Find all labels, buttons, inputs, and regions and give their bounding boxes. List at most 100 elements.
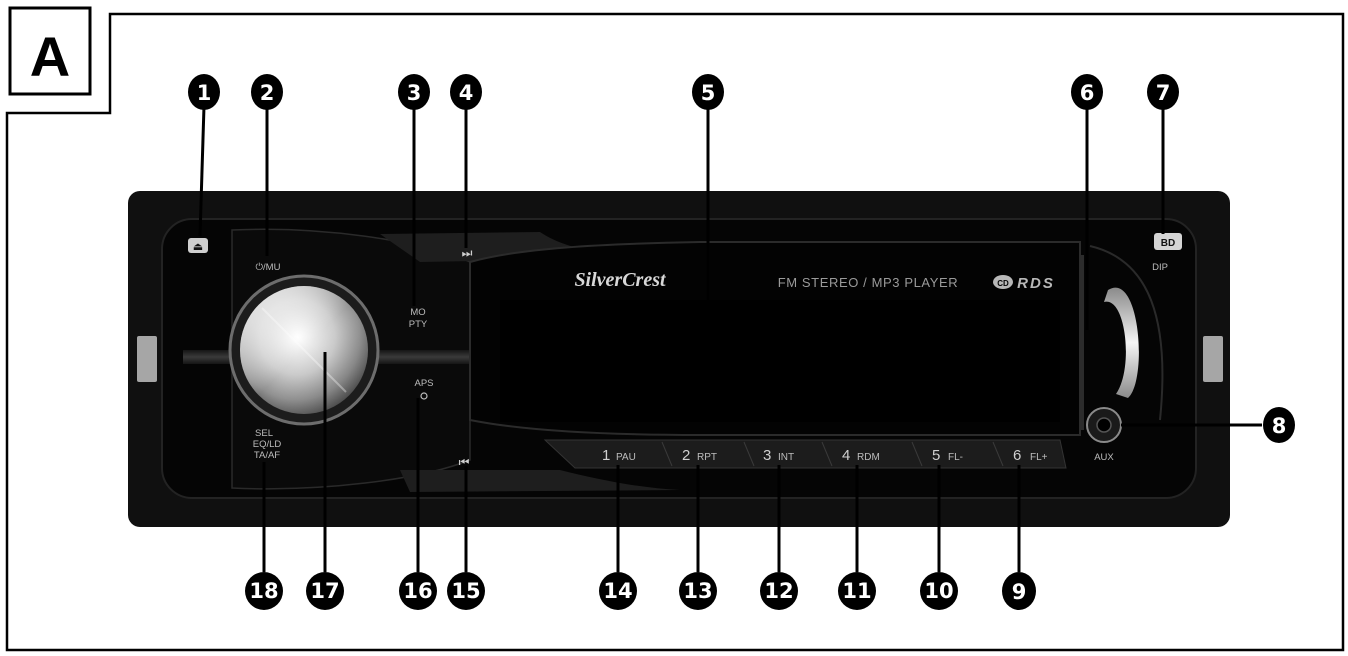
callout-number: 16: [403, 579, 432, 603]
preset-strip: [543, 439, 1067, 469]
cd-badge-icon: [993, 275, 1013, 289]
callout-2: 2: [251, 74, 283, 110]
power-mute-button[interactable]: ⏻/MU: [256, 262, 281, 273]
callout-number: 8: [1272, 414, 1287, 438]
callout-number: 5: [701, 81, 716, 105]
display-divider: [1080, 255, 1084, 430]
leader-line-1: [198, 105, 206, 237]
preset-label: RDM: [857, 452, 880, 463]
pty-label: PTY: [409, 319, 428, 330]
callout-15: 15: [447, 572, 485, 610]
preset-button-2[interactable]: 2 RPT: [682, 447, 717, 464]
leader-lines: [198, 105, 1262, 572]
callout-12: 12: [760, 572, 798, 610]
right-chrome-arc: [1104, 287, 1139, 398]
rds-label: RDS: [1017, 275, 1055, 292]
preset-divider: [992, 441, 1004, 467]
mo-label: MO: [410, 307, 425, 318]
preset-label: RPT: [697, 452, 717, 463]
eject-icon: ⏏: [193, 240, 203, 253]
preset-label: FL-: [948, 452, 963, 463]
prev-track-button[interactable]: ⏮: [459, 455, 470, 469]
aps-indicator-icon: [420, 392, 428, 400]
callout-number: 15: [451, 579, 480, 603]
callout-1: 1: [188, 74, 220, 110]
preset-divider: [821, 441, 833, 467]
eqld-label: EQ/LD: [253, 439, 282, 450]
bd-label: BD: [1161, 238, 1175, 249]
chrome-strip-left: [183, 350, 243, 364]
next-track-button[interactable]: ⏭: [462, 246, 473, 260]
preset-label: INT: [778, 452, 794, 463]
panel-label: A: [30, 25, 70, 88]
callout-9: 9: [1002, 572, 1036, 610]
aps-button[interactable]: APS: [414, 378, 434, 400]
callout-4: 4: [450, 74, 482, 110]
mo-pty-button[interactable]: MO PTY: [409, 307, 428, 330]
callout-11: 11: [838, 572, 876, 610]
preset-button-5[interactable]: 5 FL-: [932, 447, 963, 464]
cd-badge-text: CD: [997, 279, 1009, 288]
eject-button[interactable]: ⏏: [188, 238, 208, 253]
mount-tab-left: [137, 336, 157, 382]
callout-number: 4: [459, 81, 474, 105]
sel-label: SEL: [255, 428, 273, 439]
preset-num: 5: [932, 447, 940, 464]
callout-number: 7: [1156, 81, 1171, 105]
preset-num: 4: [842, 447, 850, 464]
callout-number: 10: [924, 579, 953, 603]
preset-divider: [743, 441, 755, 467]
preset-label: FL+: [1030, 452, 1048, 463]
callout-13: 13: [679, 572, 717, 610]
panel-label-box: [8, 6, 92, 96]
display-subtitle: FM STEREO / MP3 PLAYER: [778, 275, 959, 290]
sel-eq-ta-button[interactable]: SEL EQ/LD TA/AF: [253, 428, 282, 461]
callout-number: 12: [764, 579, 793, 603]
aux-jack[interactable]: [1086, 407, 1122, 443]
bd-button[interactable]: BD: [1154, 233, 1182, 250]
callout-17: 17: [306, 572, 344, 610]
callout-number: 2: [260, 81, 275, 105]
callout-number: 6: [1080, 81, 1095, 105]
preset-button-6[interactable]: 6 FL+: [1013, 447, 1048, 464]
bottom-bar: [400, 470, 680, 492]
callout-number: 18: [249, 579, 278, 603]
callout-16: 16: [399, 572, 437, 610]
dip-label: DIP: [1152, 262, 1168, 273]
preset-divider: [661, 441, 673, 467]
callout-number: 1: [197, 81, 212, 105]
preset-num: 1: [602, 447, 610, 464]
figure-frame: [5, 12, 1345, 652]
preset-button-3[interactable]: 3 INT: [763, 447, 794, 464]
preset-button-row: 1 PAU 2 RPT 3 INT 4 RDM 5 FL- 6 FL+: [543, 439, 1067, 469]
callout-number: 17: [310, 579, 339, 603]
preset-button-4[interactable]: 4 RDM: [842, 447, 880, 464]
callout-7: 7: [1147, 74, 1179, 110]
preset-num: 3: [763, 447, 771, 464]
preset-num: 2: [682, 447, 690, 464]
aux-label: AUX: [1094, 452, 1114, 463]
display-lcd: [500, 300, 1060, 422]
volume-knob[interactable]: [228, 274, 380, 426]
right-panel-edge: [1089, 245, 1164, 421]
callout-number: 3: [407, 81, 422, 105]
callout-number: 11: [842, 579, 871, 603]
callout-18: 18: [245, 572, 283, 610]
callout-number: 13: [683, 579, 712, 603]
mount-tab-right: [1203, 336, 1223, 382]
aps-label: APS: [414, 378, 433, 389]
preset-label: PAU: [616, 452, 636, 463]
preset-num: 6: [1013, 447, 1021, 464]
preset-button-1[interactable]: 1 PAU: [602, 447, 636, 464]
chrome-strip-right: [378, 350, 470, 364]
callout-6: 6: [1071, 74, 1103, 110]
brand-logo: SilverCrest: [574, 269, 667, 291]
callout-14: 14: [599, 572, 637, 610]
callout-number: 14: [603, 579, 632, 603]
callout-5: 5: [692, 74, 724, 110]
callout-number: 9: [1012, 580, 1027, 604]
taaf-label: TA/AF: [254, 450, 280, 461]
callout-3: 3: [398, 74, 430, 110]
preset-divider: [911, 441, 923, 467]
